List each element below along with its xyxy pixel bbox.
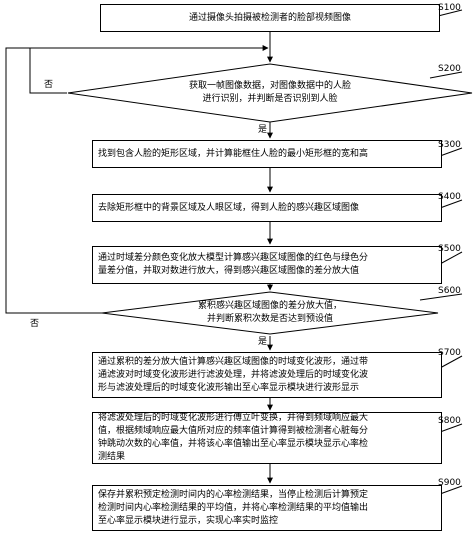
step-box-s700: 通过累积的差分放大值计算感兴趣区域图像的时域变化波形，通过带 通滤波对时域变化波…: [92, 352, 442, 398]
step-id-s500: S500: [438, 244, 461, 254]
step-text-s100: 通过摄像头拍摄被检测者的脸部视频图像: [188, 12, 351, 23]
step-box-s800: 将滤波处理后的时域变化波形进行傅立叶变换，并得到频域响应最大 值，根据频域响应最…: [92, 412, 442, 464]
step-box-s400: 去除矩形框中的背景区域及人眼区域，得到人脸的感兴趣区域图像: [92, 194, 442, 222]
step-id-s800: S800: [438, 416, 461, 426]
step-text-s500: 通过时域差分颜色变化放大模型计算感兴趣区域图像的红色与绿色分 量差分值，并取对数…: [98, 253, 369, 276]
step-text-s800: 将滤波处理后的时域变化波形进行傅立叶变换，并得到频域响应最大 值，根据频域响应最…: [98, 413, 369, 462]
step-text-s600: 累积感兴趣区域图像的差分放大值， 并判断累积次数是否达到预设值: [197, 301, 342, 324]
loop-s600-no: [5, 47, 102, 314]
step-id-s300: S300: [438, 140, 461, 150]
step-box-s500: 通过时域差分颜色变化放大模型计算感兴趣区域图像的红色与绿色分 量差分值，并取对数…: [92, 246, 442, 284]
step-id-s400: S400: [438, 192, 461, 202]
label-yes-s200: 是: [258, 125, 268, 135]
decision-diamond-s600: [101, 291, 439, 335]
step-id-s200: S200: [438, 64, 461, 74]
step-id-s600: S600: [438, 286, 461, 296]
step-id-s900: S900: [438, 478, 461, 488]
step-box-s300: 找到包含人脸的矩形区域，并计算能框住人脸的最小矩形框的宽和高: [92, 140, 442, 168]
loop-s200-no: [29, 45, 269, 94]
label-yes-s600: 是: [258, 337, 268, 347]
label-no-s200: 否: [44, 80, 54, 90]
step-text-s400: 去除矩形框中的背景区域及人眼区域，得到人脸的感兴趣区域图像: [98, 202, 360, 213]
step-text-s700: 通过累积的差分放大值计算感兴趣区域图像的时域变化波形，通过带 通滤波对时域变化波…: [98, 356, 369, 393]
label-no-s600: 否: [30, 319, 40, 329]
step-id-s700: S700: [438, 348, 461, 358]
step-text-s900: 保存并累积预定检测时间内的心率检测结果，当停止检测后计算预定 检测时间内心率检测…: [98, 489, 369, 526]
step-box-s900: 保存并累积预定检测时间内的心率检测结果，当停止检测后计算预定 检测时间内心率检测…: [92, 485, 442, 531]
decision-diamond-s200: [67, 63, 473, 123]
step-id-s100: S100: [438, 3, 461, 13]
step-box-s100: 通过摄像头拍摄被检测者的脸部视频图像: [100, 4, 440, 32]
step-text-s200: 获取一帧图像数据，对图像数据中的人脸 进行识别，并判断是否识别到人脸: [188, 81, 351, 104]
step-text-s300: 找到包含人脸的矩形区域，并计算能框住人脸的最小矩形框的宽和高: [98, 148, 369, 159]
